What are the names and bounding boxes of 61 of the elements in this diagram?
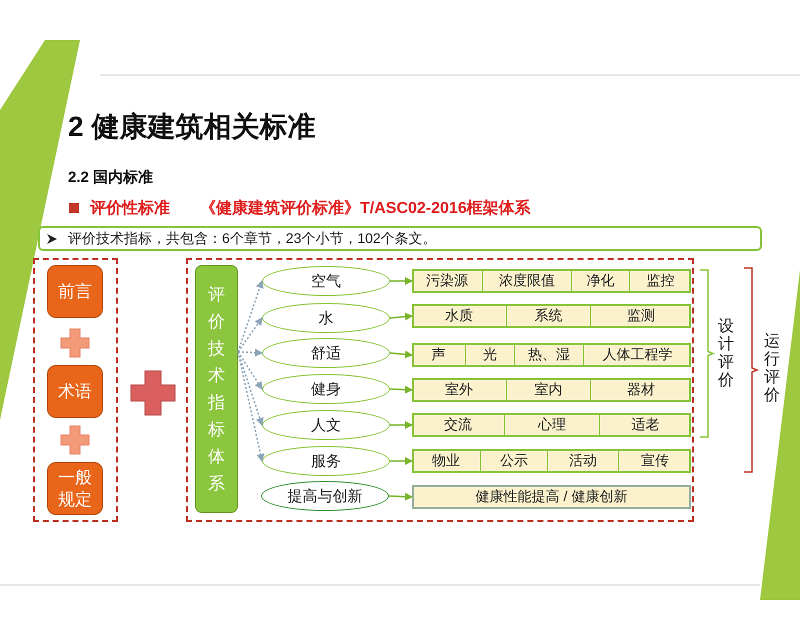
arrow: [237, 317, 263, 352]
category-ellipse: 舒适: [262, 338, 390, 368]
category-ellipse: 水: [262, 303, 390, 333]
item-cell: 水质: [412, 304, 506, 328]
item-row: [412, 269, 691, 293]
item-cell: 活动: [547, 449, 618, 473]
item-cell: 室外: [412, 378, 506, 402]
item-cell: 人体工程学: [583, 343, 691, 367]
index-system-box: 评价技术指标体系: [195, 265, 238, 513]
arrow: [237, 351, 263, 390]
item-cell: 声: [412, 343, 465, 367]
arrow: [390, 277, 413, 285]
term-box: 术语: [47, 365, 103, 418]
arrow: [390, 350, 413, 358]
category-ellipse: 健身: [262, 374, 390, 404]
term-box: 前言: [47, 265, 103, 318]
item-cell: 净化: [571, 269, 629, 293]
category-ellipse: 服务: [262, 446, 390, 476]
item-cell: 交流: [412, 413, 504, 437]
arrow: [390, 421, 413, 429]
term-box: 一般规定: [47, 462, 103, 515]
item-row: [412, 449, 691, 473]
bracket-label: 设计评价: [718, 318, 735, 390]
dashed-frame: [33, 258, 118, 522]
callout-box: 评价技术指标，共包含：6个章节，23个小节，102个条文。: [38, 226, 762, 251]
item-cell: 光: [465, 343, 514, 367]
arrow: [390, 312, 413, 321]
bullet-heading: 评价性标准: [90, 198, 170, 219]
category-ellipse: 提高与创新: [261, 481, 389, 511]
item-cell: 系统: [506, 304, 590, 328]
item-cell: 物业: [412, 449, 480, 473]
arrow: [388, 492, 413, 501]
arrow: [237, 352, 264, 462]
arrow: [237, 280, 264, 352]
item-cell: 心理: [504, 413, 599, 437]
item-row: [412, 304, 691, 328]
bracket-label: 运行评价: [764, 333, 781, 405]
category-ellipse: 人文: [262, 410, 390, 440]
item-cell: 公示: [480, 449, 547, 473]
arrow: [237, 352, 264, 426]
item-row: [412, 378, 691, 402]
item-cell: 浓度限值: [482, 269, 571, 293]
section-heading: 2.2 国内标准: [68, 168, 154, 187]
item-row: [412, 413, 691, 437]
arrow: [390, 457, 413, 465]
item-cell: 监控: [629, 269, 691, 293]
item-cell: 污染源: [412, 269, 482, 293]
item-cell: 室内: [506, 378, 590, 402]
item-row: 健康性能提高 / 健康创新: [412, 485, 691, 509]
category-ellipse: 空气: [262, 266, 390, 296]
dashed-frame: [186, 258, 694, 522]
slide-title: 2 健康建筑相关标准: [68, 110, 316, 144]
item-cell: 适老: [599, 413, 691, 437]
arrow: [390, 386, 413, 394]
item-cell: 宣传: [618, 449, 691, 473]
item-row: [412, 343, 691, 367]
standard-name: 《健康建筑评价标准》T/ASC02-2016框架体系: [200, 198, 531, 219]
item-cell: 器材: [590, 378, 691, 402]
item-cell: 热、湿: [514, 343, 583, 367]
item-cell: 监测: [590, 304, 691, 328]
arrow: [238, 348, 263, 357]
